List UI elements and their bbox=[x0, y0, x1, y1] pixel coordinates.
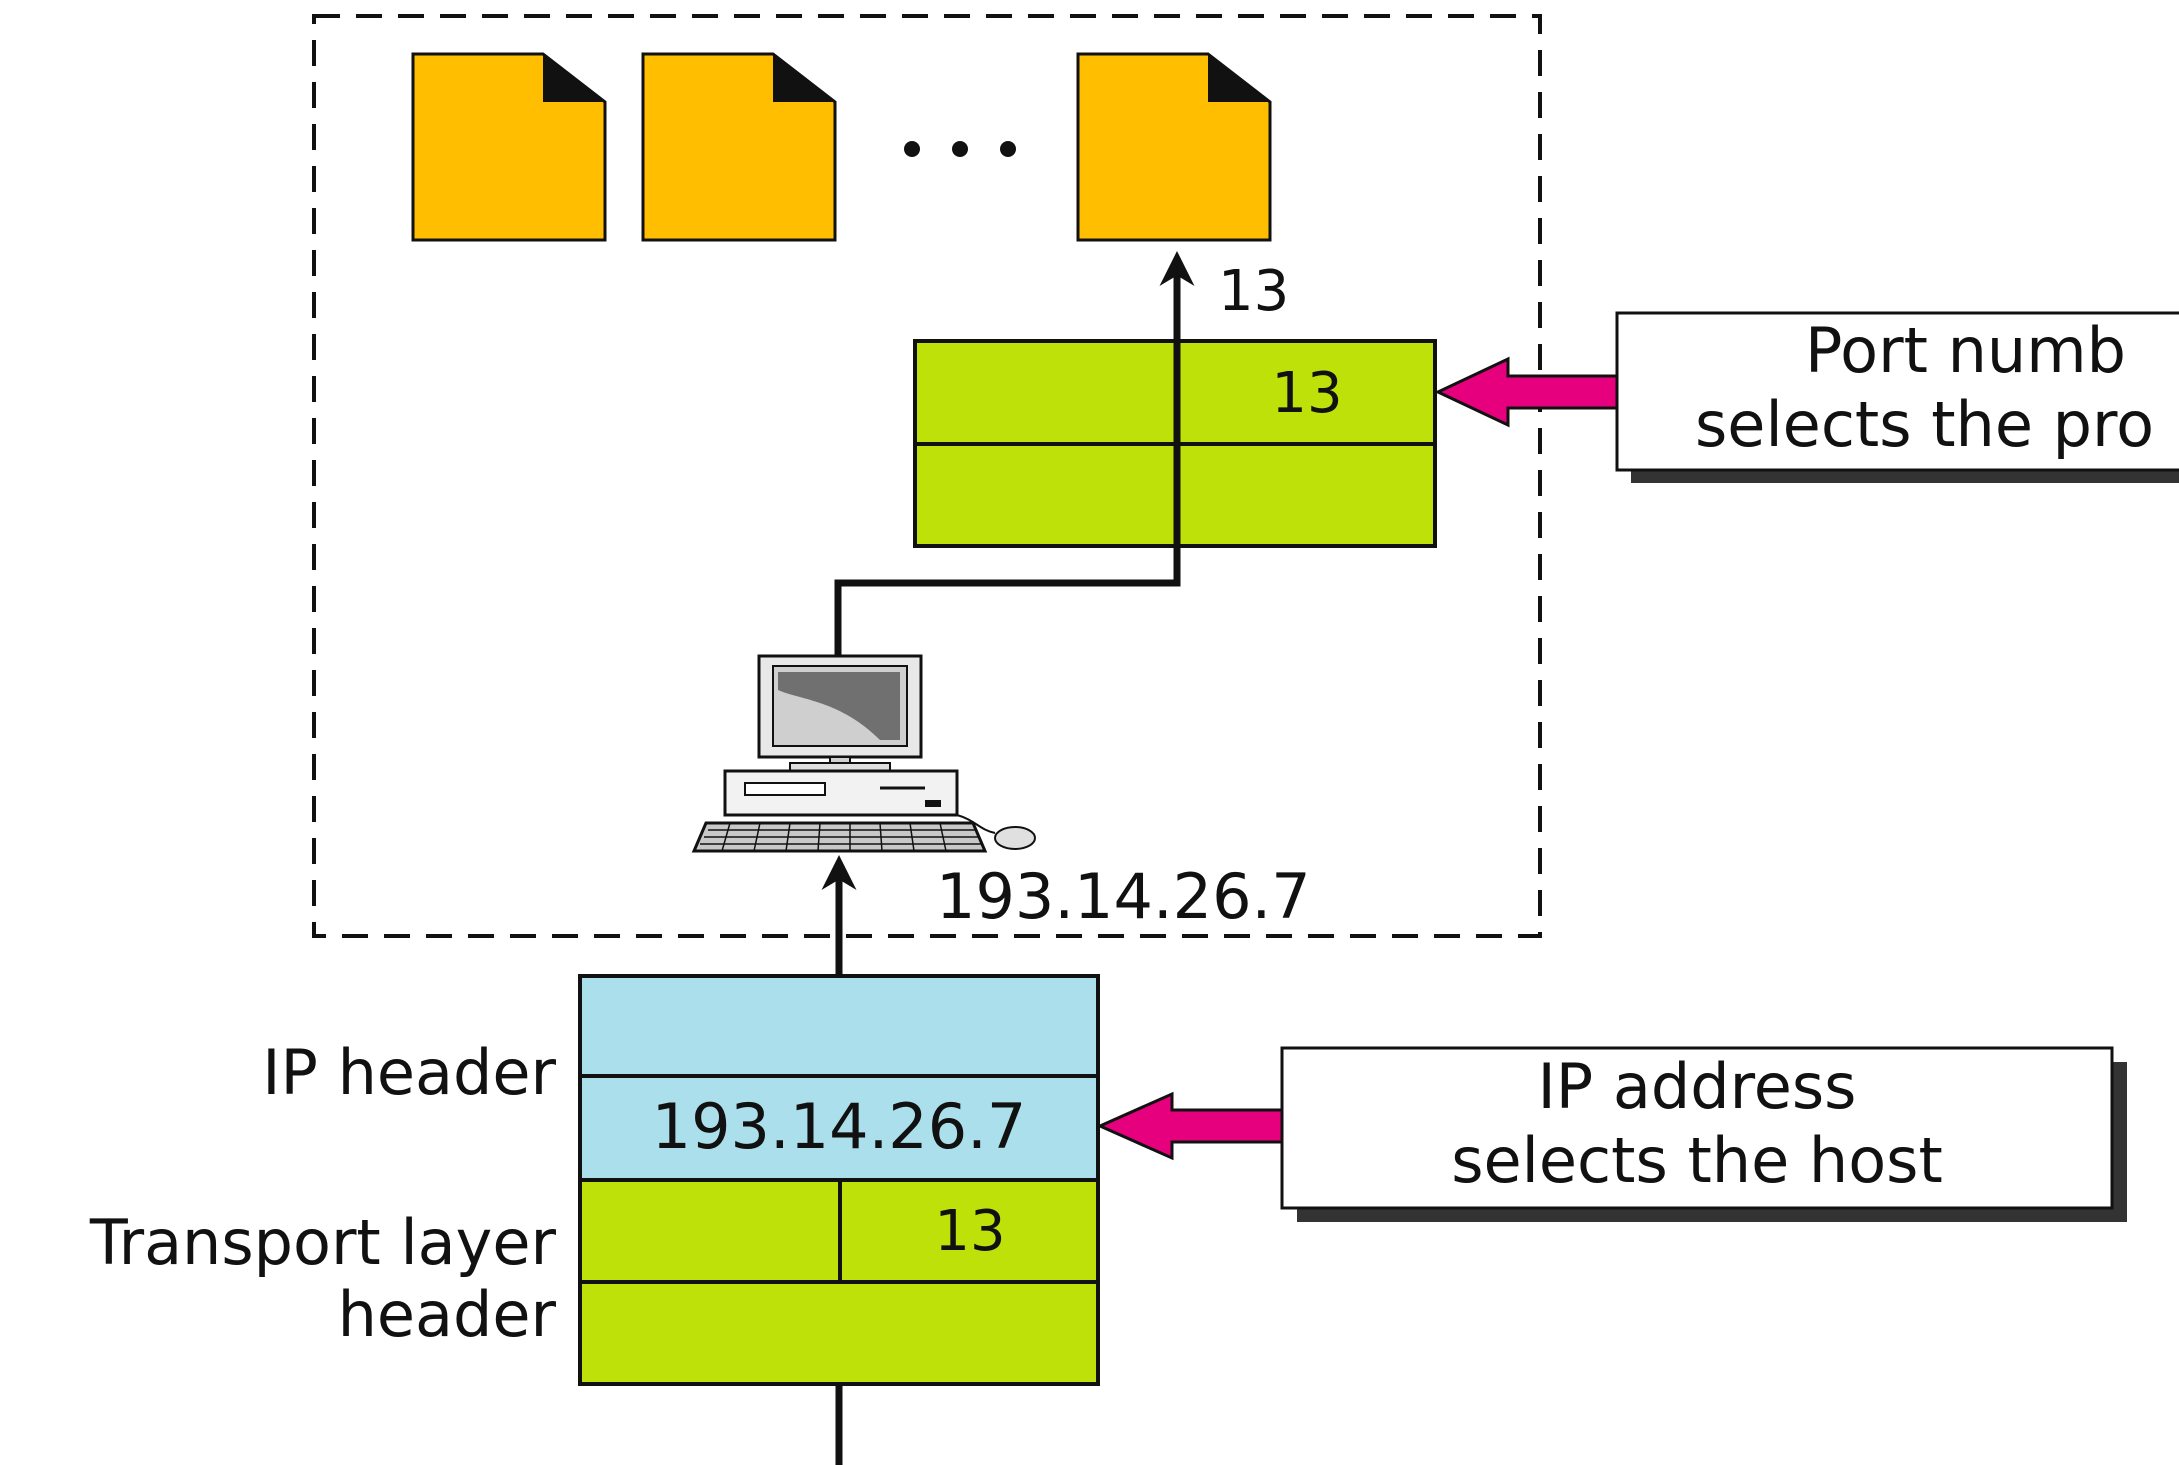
port-callout-line1: Port numb bbox=[1805, 314, 2126, 387]
ip-header-label: IP header bbox=[262, 1036, 556, 1109]
port-pointer-arrow bbox=[1434, 356, 1619, 428]
ip-pointer-arrow bbox=[1096, 1091, 1284, 1161]
transport-layer-label-line2: header bbox=[338, 1278, 557, 1351]
host-ip-label: 193.14.26.7 bbox=[936, 860, 1311, 933]
process-document-1 bbox=[411, 52, 607, 242]
ip-header-address: 193.14.26.7 bbox=[652, 1090, 1027, 1163]
transport-header-port: 13 bbox=[1271, 361, 1342, 426]
ip-address-callout: IP address selects the host bbox=[1280, 1046, 2127, 1222]
ip-header: 193.14.26.7 bbox=[578, 974, 1100, 1182]
process-port-label: 13 bbox=[1218, 259, 1289, 324]
process-document-2 bbox=[641, 52, 837, 242]
delivery-path bbox=[834, 251, 1195, 655]
ip-callout-line2: selects the host bbox=[1451, 1124, 1943, 1197]
port-number-callout: Port numb selects the pro bbox=[1615, 311, 2179, 483]
transport-layer-port: 13 bbox=[934, 1199, 1005, 1264]
computer-icon bbox=[691, 654, 1036, 853]
ip-callout-line1: IP address bbox=[1538, 1050, 1857, 1123]
host-boundary bbox=[312, 14, 1542, 938]
port-callout-line2: selects the pro bbox=[1695, 388, 2154, 461]
transport-layer-label-line1: Transport layer bbox=[89, 1206, 557, 1279]
transport-layer-header: 13 bbox=[578, 1178, 1100, 1386]
ellipsis-icon bbox=[904, 141, 1016, 157]
process-document-3 bbox=[1076, 52, 1272, 242]
